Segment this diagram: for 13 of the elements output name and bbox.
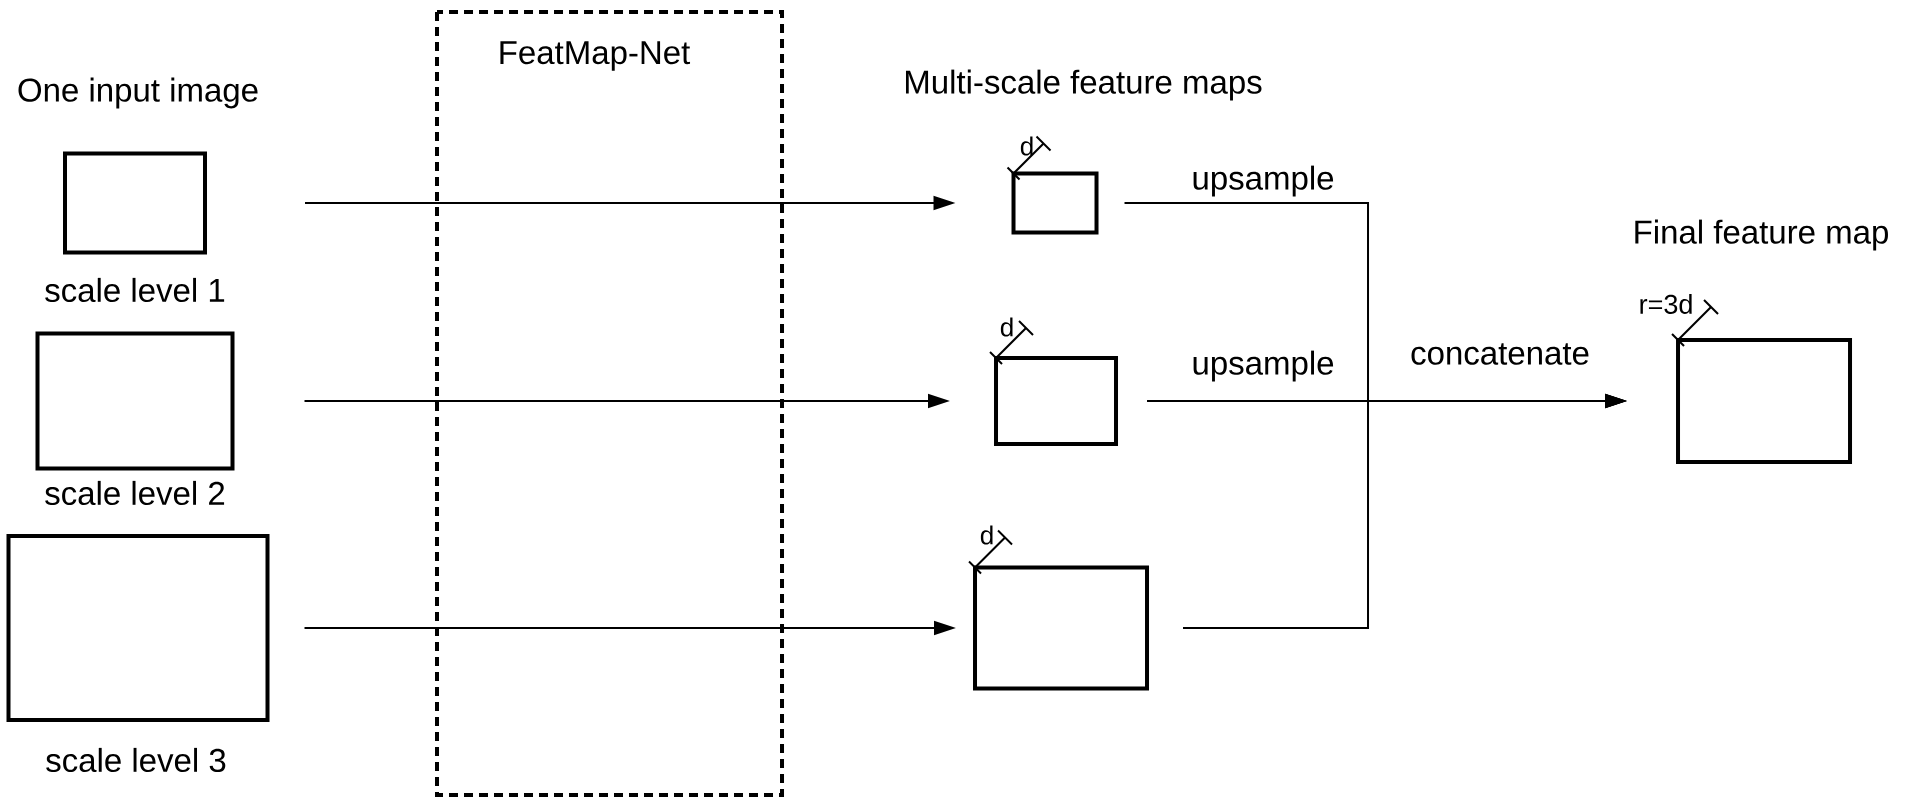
edge-label: upsample [1189,163,1337,199]
frame-title: FeatMap-Net [496,40,692,72]
dimension-label: d [1020,136,1033,156]
caption-text: scale level 3 [46,747,226,773]
column-heading: Multi-scale feature maps [902,68,1264,102]
dimension-label: r=3d [1640,294,1692,314]
column-heading: One input image [15,76,261,110]
caption-text: scale level 2 [45,480,225,506]
caption-text: Final feature map [1635,219,1888,251]
dimension-label: d [980,525,993,545]
dimension-label: d [1000,317,1013,337]
edge-label: upsample [1189,348,1337,384]
caption-text: scale level 1 [45,277,225,303]
